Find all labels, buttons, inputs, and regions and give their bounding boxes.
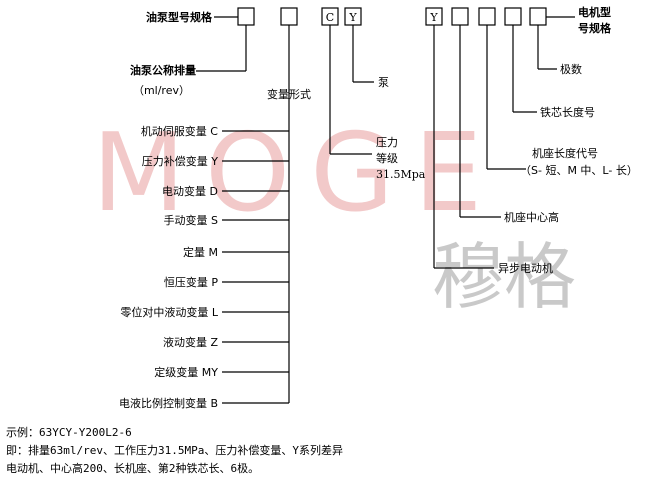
poles-label: 极数 xyxy=(560,62,582,76)
pump-displacement-unit: （ml/rev） xyxy=(133,84,190,97)
pump-variable-type-box xyxy=(280,7,298,26)
pump-displacement-label: 油泵公称排量 xyxy=(130,63,196,77)
pump-label: 泵 xyxy=(378,76,389,89)
variable-type-item: 零位对中液动变量 L xyxy=(120,305,218,319)
pump-c-box-letter: C xyxy=(326,11,334,24)
motor-poles-box xyxy=(529,7,547,26)
variable-type-list: 机动伺服变量 C 压力补偿变量 Y 电动变量 D 手动变量 S 定量 M 恒压变… xyxy=(119,124,219,410)
motor-center-height-box xyxy=(451,7,469,26)
variable-type-item: 电动变量 D xyxy=(162,184,218,198)
pump-c-box xyxy=(321,7,339,26)
center-height-label: 机座中心高 xyxy=(504,210,559,224)
pump-spec-label: 油泵型号规格 xyxy=(146,10,213,24)
pressure-label-line2: 等级 xyxy=(376,151,398,165)
variable-type-item: 定级变量 MY xyxy=(154,365,218,379)
example-line-3: 电动机、中心高200、长机座、第2种铁芯长、6极。 xyxy=(6,462,260,475)
variable-type-item: 电液比例控制变量 B xyxy=(119,396,218,410)
example-line-1: 示例：63YCY-Y200L2-6 xyxy=(6,426,132,439)
motor-spec-label-line2: 号规格 xyxy=(578,21,612,35)
pump-displacement-box xyxy=(237,7,255,26)
example-block: 示例：63YCY-Y200L2-6 即：排量63ml/rev、工作压力31.5M… xyxy=(6,424,343,478)
motor-spec-label-line1: 电机型 xyxy=(578,5,611,19)
pressure-label-line3: 31.5Mpa xyxy=(376,168,426,181)
async-motor-label: 异步电动机 xyxy=(498,261,553,275)
watermark-latin: MOGE xyxy=(92,111,502,236)
variable-type-item: 手动变量 S xyxy=(164,213,218,227)
variable-type-item: 恒压变量 P xyxy=(164,275,218,289)
frame-length-label: 机座长度代号 xyxy=(532,146,598,160)
frame-length-detail: （S- 短、M 中、L- 长） xyxy=(520,163,638,177)
variable-type-label: 变量形式 xyxy=(267,87,311,101)
pump-y-box xyxy=(344,7,362,26)
variable-type-item: 液动变量 Z xyxy=(163,335,218,349)
watermark-chinese: 穆格 xyxy=(432,235,576,319)
example-line-2: 即：排量63ml/rev、工作压力31.5MPa、压力补偿变量、Y系列差异 xyxy=(6,444,343,457)
motor-y-box xyxy=(425,7,443,26)
motor-frame-length-box xyxy=(478,7,496,26)
motor-core-length-box xyxy=(504,7,522,26)
variable-type-item: 压力补偿变量 Y xyxy=(142,154,218,168)
pressure-label-line1: 压力 xyxy=(376,136,398,149)
variable-type-item: 机动伺服变量 C xyxy=(141,124,218,138)
connector-lines xyxy=(196,16,575,404)
core-length-label: 铁芯长度号 xyxy=(540,105,595,119)
variable-type-item: 定量 M xyxy=(183,245,218,259)
motor-y-box-letter: Y xyxy=(429,11,438,24)
pump-y-box-letter: Y xyxy=(348,11,357,24)
